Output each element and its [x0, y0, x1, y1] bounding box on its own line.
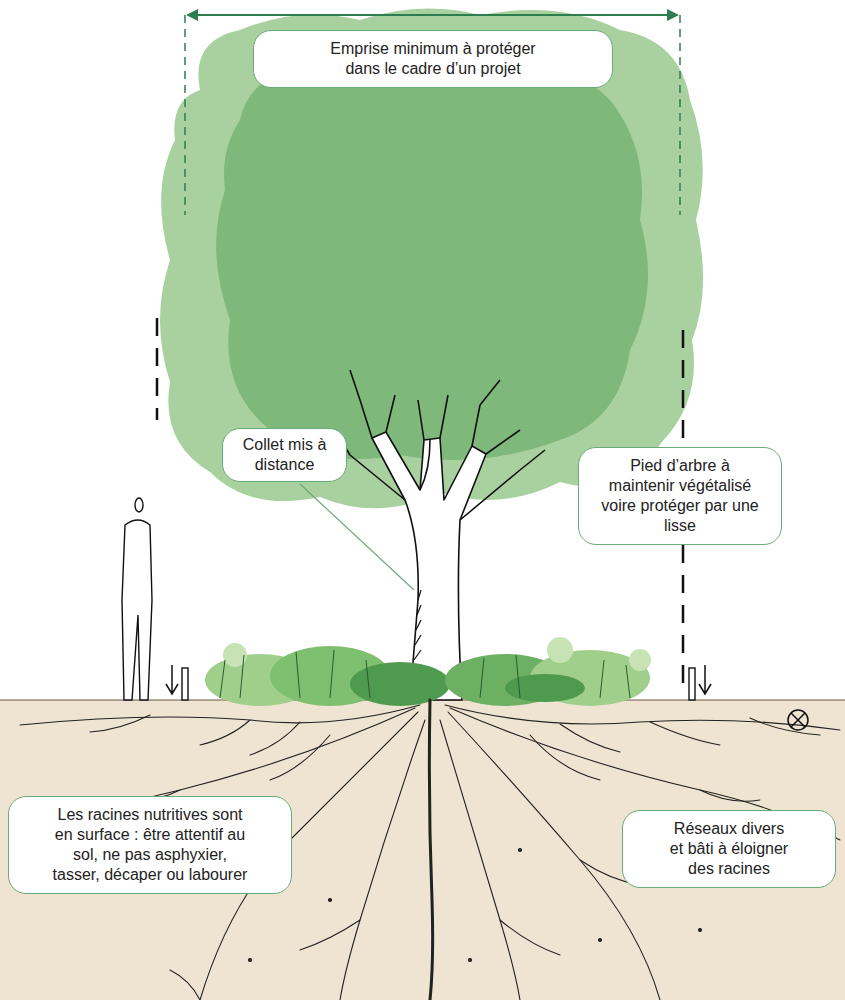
leader-line — [300, 484, 414, 590]
extent-box: Emprise minimum à protéger dans le cadre… — [253, 30, 613, 88]
trunk — [335, 370, 545, 700]
callout-text: Pied d’arbre à maintenir végétalisé voir… — [601, 456, 759, 536]
canopy-inner — [216, 54, 648, 460]
callout-box: Pied d’arbre à maintenir végétalisé voir… — [578, 447, 782, 545]
canopy-outer — [160, 9, 703, 509]
callout-text: Collet mis à distance — [233, 435, 336, 475]
callout-text: Emprise minimum à protéger dans le cadre… — [324, 39, 542, 79]
dimension-arrow — [185, 9, 680, 215]
person-figure — [122, 498, 152, 700]
callout-box: Les racines nutritives sont en surface :… — [8, 796, 292, 894]
network-symbol — [788, 710, 808, 730]
callout-box: Réseaux divers et bâti à éloigner des ra… — [622, 810, 836, 888]
posts — [182, 668, 695, 700]
callout-text: Réseaux divers et bâti à éloigner des ra… — [667, 819, 791, 879]
shrubs — [205, 637, 651, 706]
ground — [0, 700, 845, 1000]
roots — [10, 700, 840, 1000]
callout-box: Collet mis à distance — [222, 428, 347, 482]
callout-text: Les racines nutritives sont en surface :… — [51, 805, 249, 885]
